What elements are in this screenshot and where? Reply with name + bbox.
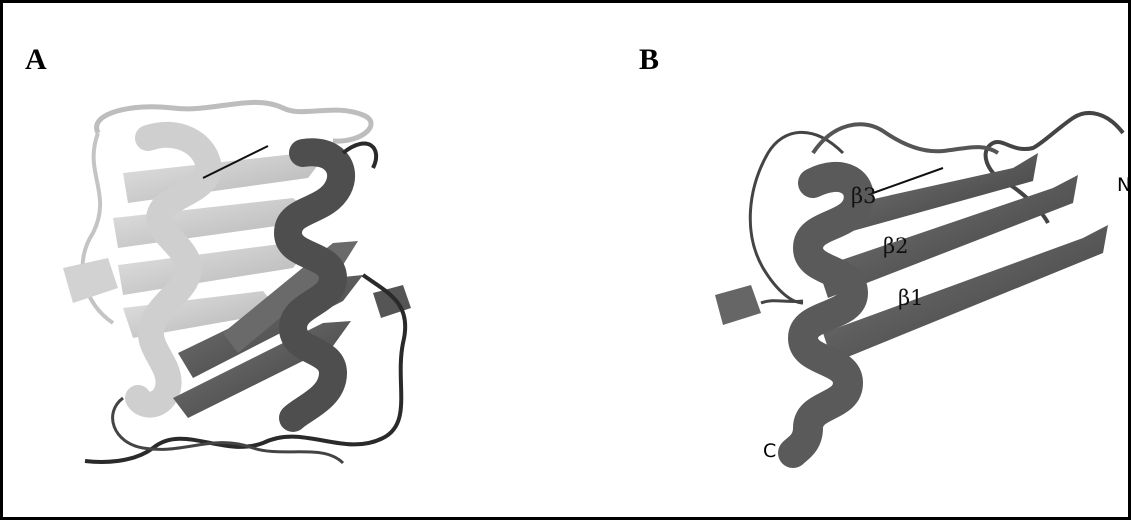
n-terminus-label: N xyxy=(1117,174,1128,196)
strand-label-beta3: β3 xyxy=(851,184,877,208)
panel-b-structure xyxy=(715,113,1123,453)
strand-label-beta1: β1 xyxy=(898,286,924,310)
panel-b-top-loop xyxy=(813,124,998,153)
protein-figure: β3 β2 β1 N C xyxy=(3,3,1128,517)
panel-a-light-strand xyxy=(118,243,303,295)
strand-label-beta2: β2 xyxy=(883,234,909,258)
panel-a-structure xyxy=(63,102,411,463)
panel-a-light-helix-end xyxy=(63,258,118,303)
panel-b-side-loop xyxy=(761,301,803,303)
panel-b-helix xyxy=(793,177,859,453)
c-terminus-label: C xyxy=(763,440,776,462)
panel-b-side-helix xyxy=(715,285,761,325)
panel-a-dark-helix-end xyxy=(373,285,411,318)
